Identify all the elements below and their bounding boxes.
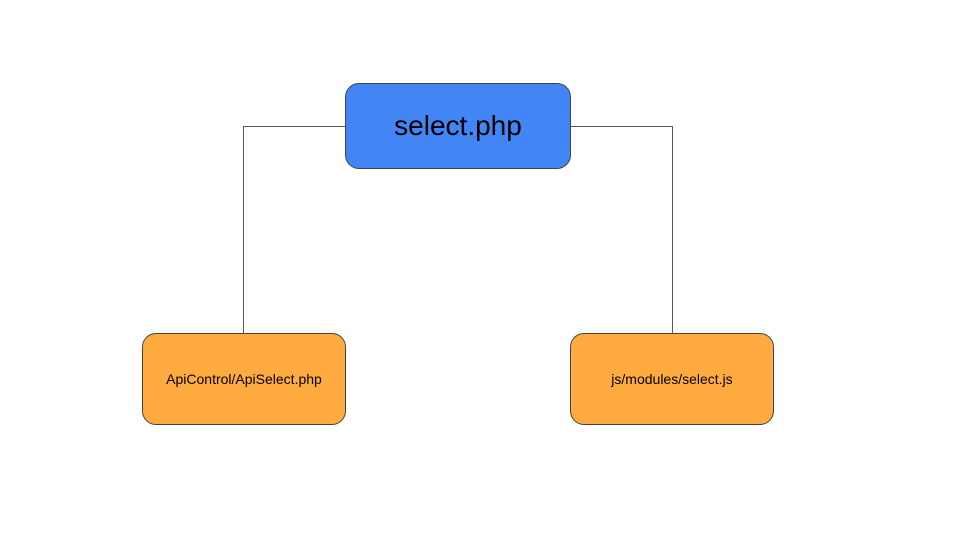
node-select-php: select.php (345, 83, 571, 169)
node-label: js/modules/select.js (611, 371, 733, 387)
node-label: select.php (394, 110, 522, 141)
node-select-js: js/modules/select.js (570, 333, 774, 425)
node-api-select-php: ApiControl/ApiSelect.php (142, 333, 346, 425)
connector-right (571, 126, 673, 333)
node-label: ApiControl/ApiSelect.php (166, 371, 322, 387)
connector-left (243, 126, 345, 333)
